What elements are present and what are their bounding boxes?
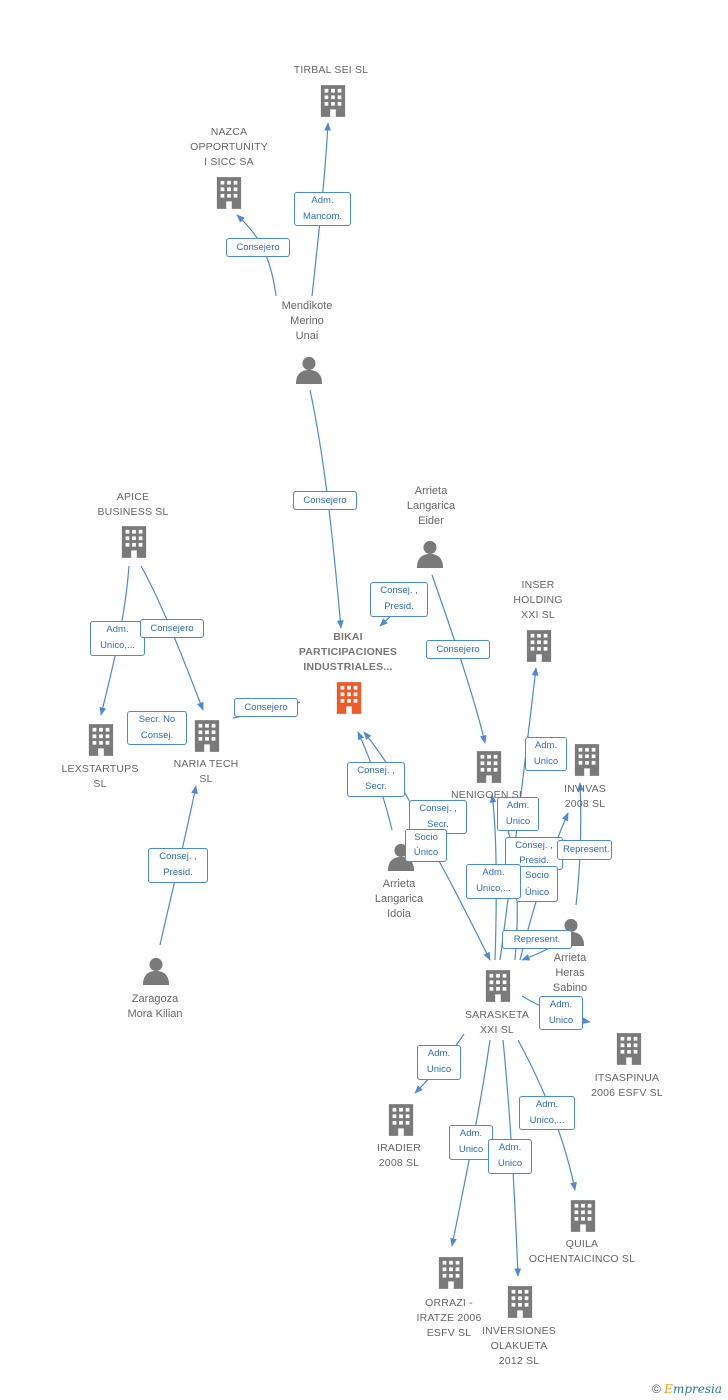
edge-label-naria-bikai[interactable]: Consejero <box>234 698 298 717</box>
icons-layer <box>88 85 642 1318</box>
node-label-quila[interactable]: QUILA OCHENTAICINCO SL <box>528 1238 636 1265</box>
node-label-sabino[interactable]: Arrieta Heras Sabino <box>552 952 588 994</box>
person-icon-zaragoza[interactable] <box>142 957 170 985</box>
building-icon-orrazi[interactable] <box>438 1257 464 1289</box>
building-icon-itsaspinua[interactable] <box>616 1033 642 1065</box>
building-icon-sarasketa[interactable] <box>485 970 511 1002</box>
edge-label-eider-bikai[interactable]: Consej. , Presid. <box>370 582 428 617</box>
building-icon-inversiones[interactable] <box>507 1286 533 1318</box>
edge-label-sarasketa-nenigoen[interactable]: Adm. Unico <box>497 797 539 831</box>
copyright-symbol: © <box>651 1382 661 1396</box>
edge-label-naria-secr[interactable]: Secr. No Consej. <box>127 711 187 745</box>
node-label-inser[interactable]: INSER HOLDING XXI SL <box>513 579 563 621</box>
building-icon-tirbal[interactable] <box>320 85 346 117</box>
node-label-eider[interactable]: Arrieta Langarica Eider <box>406 485 456 527</box>
building-icon-iradier[interactable] <box>388 1104 414 1136</box>
edge-label-apice-naria[interactable]: Consejero <box>140 619 204 638</box>
edge-label-apice-lexstartups[interactable]: Adm. Unico,... <box>90 621 145 656</box>
edge-label-sarasketa-iradier[interactable]: Adm. Unico <box>417 1045 461 1080</box>
node-label-inversiones[interactable]: INVERSIONES OLAKUETA 2012 SL <box>482 1325 556 1367</box>
node-label-idoia[interactable]: Arrieta Langarica Idoia <box>374 878 424 920</box>
node-label-orrazi[interactable]: ORRAZI - IRATZE 2006 ESFV SL <box>416 1297 482 1339</box>
person-icon-mendikote[interactable] <box>295 356 323 384</box>
node-label-apice[interactable]: APICE BUSINESS SL <box>97 491 169 518</box>
brand-logo: Empresia <box>664 1382 722 1396</box>
node-label-nazca[interactable]: NAZCA OPPORTUNITY I SICC SA <box>190 126 268 168</box>
edge-label-idoia-bikai[interactable]: Consej. , Secr. <box>347 762 405 797</box>
edge-eider-nenigoen <box>431 574 487 744</box>
node-label-invivas[interactable]: INVIVAS 2008 SL <box>563 783 607 810</box>
empresia-watermark: © Empresia <box>652 1382 722 1396</box>
edge-label-mendikote-bikai[interactable]: Consejero <box>293 491 357 510</box>
edge-label-mendikote-tirbal[interactable]: Adm. Mancom. <box>294 192 351 226</box>
person-icon-eider[interactable] <box>416 540 444 568</box>
edge-label-sarasketa-adm[interactable]: Adm. Unico,... <box>466 864 521 899</box>
edge-apice-naria <box>140 565 204 711</box>
node-label-iradier[interactable]: IRADIER 2008 SL <box>377 1142 421 1169</box>
node-label-lexstartups[interactable]: LEXSTARTUPS SL <box>61 763 139 790</box>
building-icon-bikai[interactable] <box>336 682 362 714</box>
edge-label-sabino-invivas[interactable]: Represent. <box>557 840 612 860</box>
node-label-zaragoza[interactable]: Zaragoza Mora Kilian <box>127 993 183 1020</box>
building-icon-naria[interactable] <box>194 720 220 752</box>
edge-label-mendikote-nazca[interactable]: Consejero <box>226 238 290 257</box>
building-icon-invivas[interactable] <box>574 744 600 776</box>
building-icon-lexstartups[interactable] <box>88 724 114 756</box>
building-icon-nazca[interactable] <box>216 177 242 209</box>
edge-label-sarasketa-inser[interactable]: Adm. Unico <box>525 737 567 771</box>
edge-label-sabino-sarasketa[interactable]: Represent. <box>502 930 572 949</box>
node-label-bikai[interactable]: BIKAI PARTICIPACIONES INDUSTRIALES... <box>298 631 398 673</box>
edge-label-idoia-socio[interactable]: Socio Único <box>405 829 447 862</box>
building-icon-apice[interactable] <box>121 526 147 558</box>
building-icon-nenigoen[interactable] <box>476 751 502 783</box>
edge-label-sarasketa-orrazi[interactable]: Adm. Unico <box>449 1125 493 1160</box>
edge-label-sarasketa-quila[interactable]: Adm. Unico,... <box>519 1096 575 1130</box>
edge-label-sarasketa-socio[interactable]: Socio Único <box>516 866 558 902</box>
node-label-sarasketa[interactable]: SARASKETA XXI SL <box>464 1009 530 1036</box>
edge-label-zaragoza-naria[interactable]: Consej. , Presid. <box>148 848 208 883</box>
building-icon-quila[interactable] <box>570 1200 596 1232</box>
building-icon-inser[interactable] <box>526 630 552 662</box>
node-label-naria[interactable]: NARIA TECH SL <box>173 758 239 785</box>
edge-label-sarasketa-inversiones[interactable]: Adm. Unico <box>488 1139 532 1174</box>
edge-label-eider-nenigoen[interactable]: Consejero <box>426 640 490 659</box>
node-label-tirbal[interactable]: TIRBAL SEI SL <box>293 64 369 76</box>
edge-label-sarasketa-itsaspinua[interactable]: Adm. Unico <box>539 996 583 1030</box>
node-label-itsaspinua[interactable]: ITSASPINUA 2006 ESFV SL <box>591 1072 663 1099</box>
node-label-mendikote[interactable]: Mendikote Merino Unai <box>281 300 333 342</box>
